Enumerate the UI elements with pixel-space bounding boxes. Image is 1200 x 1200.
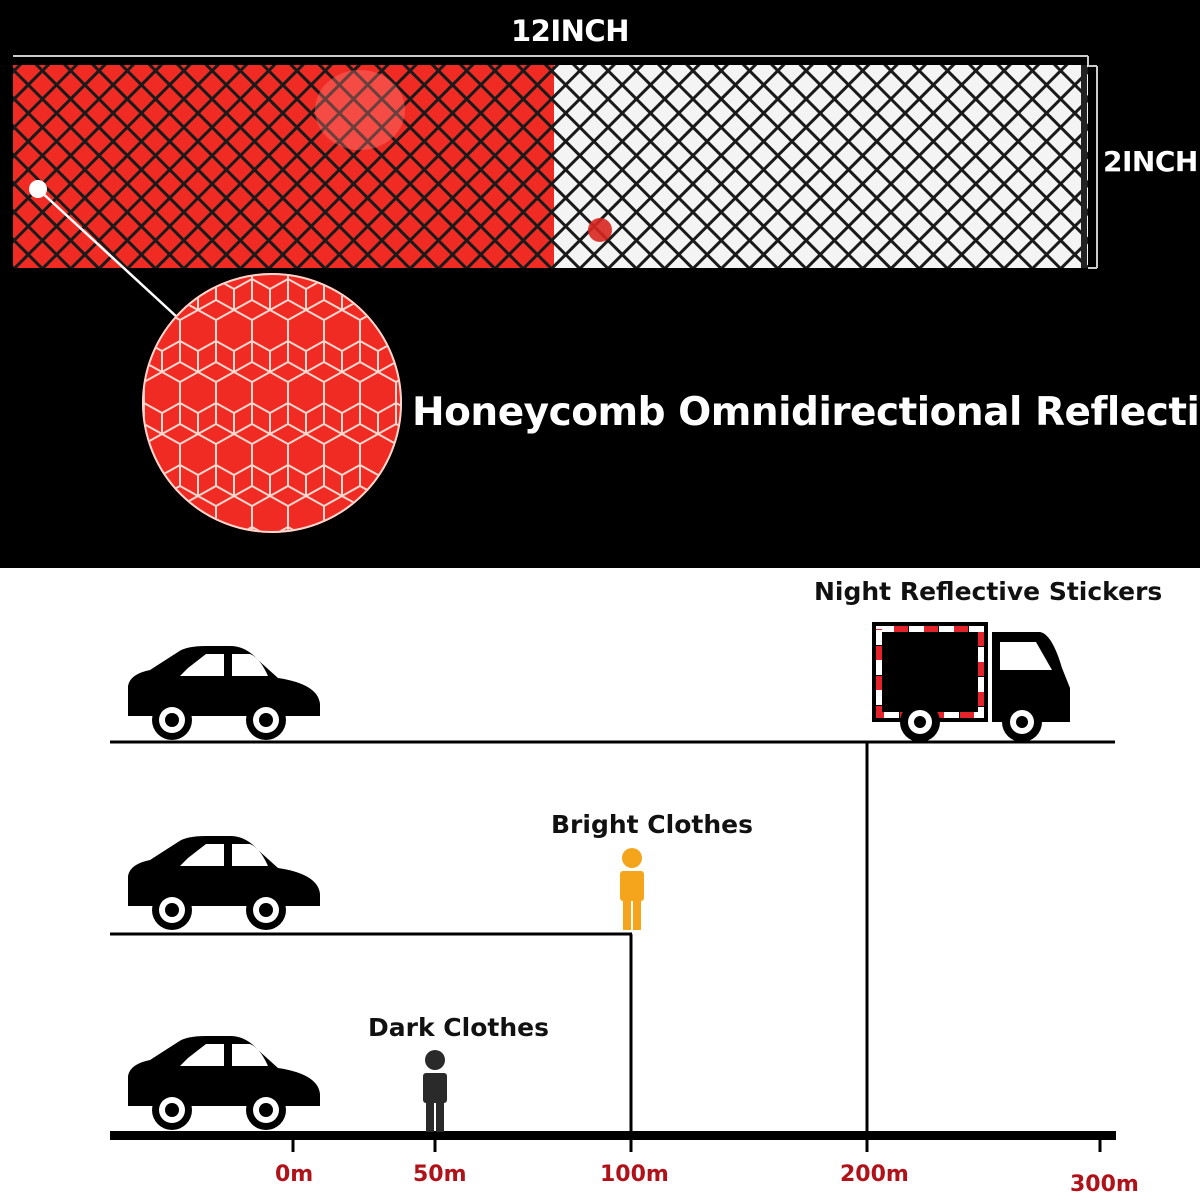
bright-clothes-label: Bright Clothes: [551, 810, 753, 839]
height-label: 2INCH: [1103, 145, 1198, 178]
distance-label-100: 100m: [600, 1162, 669, 1187]
distance-label-50: 50m: [413, 1162, 467, 1187]
distance-label-200: 200m: [840, 1162, 909, 1187]
product-illustration: [13, 55, 1098, 533]
callout-line: [37, 188, 179, 319]
headline: Honeycomb Omnidirectional Reflection: [412, 390, 1200, 435]
distance-label-0: 0m: [275, 1162, 314, 1187]
honeycomb-zoom-circle: [142, 273, 402, 533]
distance-label-300: 300m: [1070, 1172, 1139, 1197]
callout-dot: [29, 180, 47, 198]
width-label: 12INCH: [511, 14, 629, 48]
distance-axis: [110, 1131, 1116, 1140]
car-icon: [128, 1036, 320, 1130]
car-icon: [128, 646, 320, 740]
dark-clothes-label: Dark Clothes: [368, 1013, 549, 1042]
product-panel: 12INCH 2INCH Honeycomb Omnidirectional R…: [0, 0, 1200, 568]
car-icon: [128, 836, 320, 930]
person-dark-icon: [423, 1050, 447, 1132]
truck-label: Night Reflective Stickers: [814, 577, 1163, 606]
truck-icon: [872, 622, 1070, 742]
reflective-strip: [13, 65, 1088, 268]
person-bright-icon: [620, 848, 644, 930]
